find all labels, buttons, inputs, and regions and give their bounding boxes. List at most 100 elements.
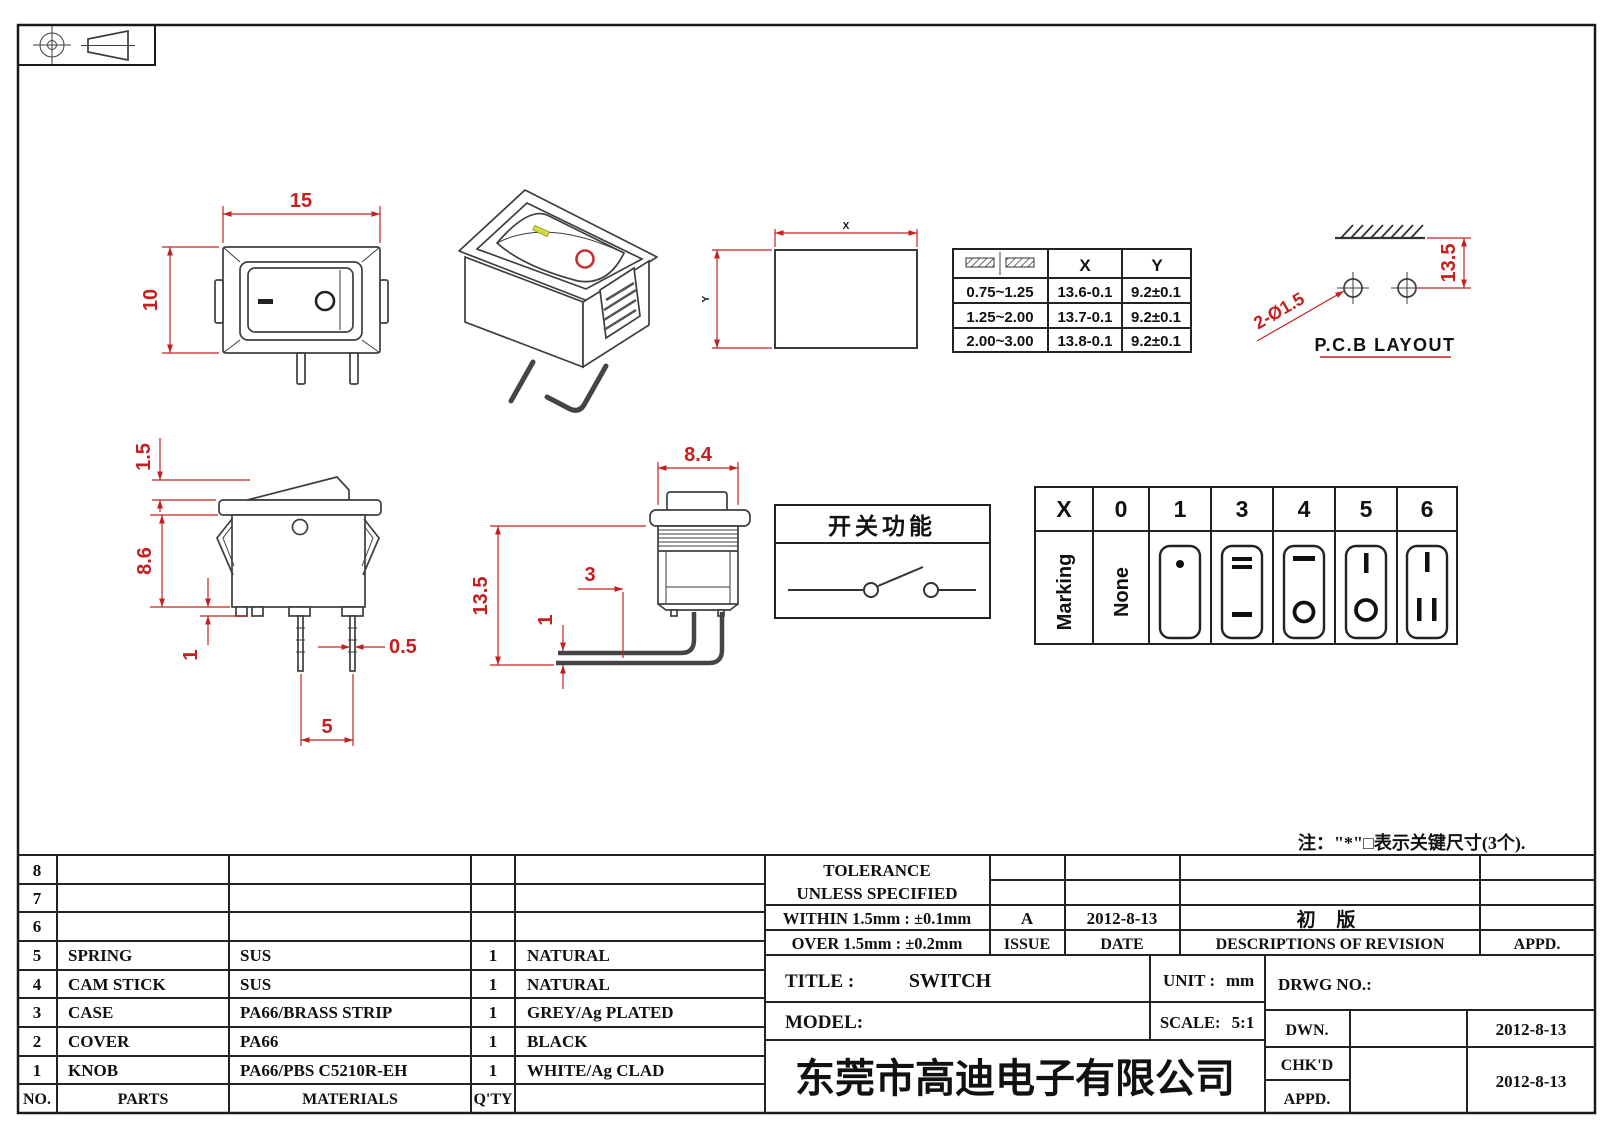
panel-cell: 9.2±0.1: [1131, 309, 1181, 326]
part-no: 6: [33, 917, 42, 936]
panel-col-x: X: [1079, 256, 1091, 275]
scale-value: 5:1: [1232, 1013, 1255, 1032]
dim-pcb-pitch: 13.5: [1438, 244, 1460, 283]
drwg-no-label: DRWG NO.:: [1278, 975, 1372, 994]
dim-side-shoulder: 1: [180, 649, 202, 660]
part-name: CASE: [68, 1003, 113, 1022]
part-material: PA66/BRASS STRIP: [240, 1003, 392, 1022]
pcb-hole-icon: [1337, 272, 1369, 304]
function-box-title: 开关功能: [828, 513, 936, 539]
dwn-date: 2012-8-13: [1496, 1020, 1567, 1039]
footer-no: NO.: [23, 1091, 51, 1108]
marking-icon-equals-dash: [1220, 544, 1264, 640]
part-no: 5: [33, 946, 42, 965]
part-qty: 1: [489, 1061, 498, 1080]
marking-icon-bar-doublebar: [1405, 544, 1449, 640]
dim-cutout-y: Y: [701, 295, 712, 302]
key-dimension-note: 注："*"□表示关键尺寸(3个).: [1298, 832, 1525, 854]
revision-block: TOLERANCE UNLESS SPECIFIED WITHIN 1.5mm …: [764, 855, 1595, 1113]
dim-front-width: 15: [290, 190, 312, 212]
side-view: 1.5 8.6 1 0.5 5: [133, 438, 417, 746]
dim-pcb-holes: 2-Ø1.5: [1250, 288, 1308, 333]
title-block: TITLE : SWITCH UNIT : mm DRWG NO.: MODEL…: [765, 955, 1595, 1113]
date-label: DATE: [1100, 936, 1143, 953]
dim-side-rocker: 1.5: [133, 443, 155, 471]
model-label: MODEL:: [785, 1012, 863, 1033]
dim-side-pin-width: 0.5: [389, 636, 417, 658]
end-view: 8.4 13.5 3 1: [470, 444, 751, 689]
panel-thickness-table: X Y 0.75~1.25 13.6-0.1 9.2±0.1 1.25~2.00…: [952, 248, 1192, 353]
part-no: 8: [33, 861, 42, 880]
panel-thickness-icon: [965, 252, 1035, 275]
marking-header: X: [1056, 496, 1072, 522]
part-qty: 1: [489, 1003, 498, 1022]
pcb-layout: 13.5 2-Ø1.5 P.C.B LAYOUT: [1250, 224, 1471, 358]
part-material: SUS: [240, 946, 271, 965]
part-no: 2: [33, 1032, 42, 1051]
issue-label: ISSUE: [1004, 936, 1050, 953]
front-view: 15 10: [140, 190, 389, 385]
appd-column-label: APPD.: [1514, 936, 1561, 953]
perspective-view: [458, 189, 658, 413]
perspective-circle-marking: [575, 249, 595, 269]
part-finish: WHITE/Ag CLAD: [527, 1061, 664, 1080]
part-name: CAM STICK: [68, 975, 167, 994]
part-qty: 1: [489, 1032, 498, 1051]
footer-parts: PARTS: [118, 1091, 169, 1108]
marking-icon-dash-circle: [1282, 544, 1326, 640]
part-material: PA66: [240, 1032, 278, 1051]
marking-row-label: Marking: [1054, 554, 1076, 631]
spst-switch-symbol: [788, 566, 976, 598]
descriptions-label: DESCRIPTIONS OF REVISION: [1216, 936, 1445, 953]
title-label: TITLE :: [785, 971, 854, 992]
approve-date: 2012-8-13: [1496, 1072, 1567, 1091]
part-finish: GREY/Ag PLATED: [527, 1003, 674, 1022]
marking-header: 3: [1236, 496, 1249, 522]
part-material: PA66/PBS C5210R-EH: [240, 1061, 407, 1080]
parts-table: 8 7 6 5 SPRING SUS 1 NATURAL 4 CAM STICK…: [18, 854, 1595, 1113]
panel-cell: 9.2±0.1: [1131, 333, 1181, 350]
dim-side-pitch: 5: [321, 716, 332, 738]
part-name: KNOB: [68, 1061, 118, 1080]
part-material: SUS: [240, 975, 271, 994]
dim-cutout-x: X: [843, 221, 850, 232]
panel-cell: 1.25~2.00: [966, 309, 1033, 326]
marking-header: 0: [1115, 496, 1128, 522]
part-finish: BLACK: [527, 1032, 588, 1051]
part-qty: 1: [489, 946, 498, 965]
marking-header: 4: [1298, 496, 1311, 522]
part-no: 3: [33, 1003, 42, 1022]
part-qty: 1: [489, 975, 498, 994]
dim-side-body: 8.6: [134, 547, 156, 575]
part-finish: NATURAL: [527, 946, 610, 965]
marking-header: 6: [1421, 496, 1434, 522]
part-name: COVER: [68, 1032, 130, 1051]
part-no: 4: [33, 975, 42, 994]
part-name: SPRING: [68, 946, 132, 965]
tolerance-title: TOLERANCE: [823, 861, 930, 880]
footer-qty: Q'TY: [473, 1091, 513, 1108]
hatch-ticks: [1340, 224, 1424, 239]
part-no: 7: [33, 889, 42, 908]
dim-end-height: 13.5: [470, 577, 492, 616]
pcb-layout-caption: P.C.B LAYOUT: [1314, 335, 1455, 355]
revision-description-value: 初 版: [1297, 908, 1364, 931]
sheet-frame: [16, 23, 1597, 1115]
tolerance-over: OVER 1.5mm : ±0.2mm: [792, 934, 963, 953]
rocker-dash-marking: [258, 299, 273, 304]
first-angle-cone-icon: [81, 29, 135, 62]
part-no: 1: [33, 1061, 42, 1080]
dim-front-height: 10: [140, 289, 162, 311]
marking-table: X 0 1 3 4 5 6 Marking None: [1034, 486, 1458, 645]
chkd-label: CHK'D: [1281, 1057, 1333, 1074]
panel-cell: 13.6-0.1: [1057, 284, 1112, 301]
issue-value: A: [1021, 909, 1034, 928]
perspective-dash-marking: [532, 224, 550, 238]
marking-icon-dot: [1158, 544, 1202, 640]
part-finish: NATURAL: [527, 975, 610, 994]
projection-symbol: [17, 24, 156, 66]
footer-materials: MATERIALS: [302, 1091, 398, 1108]
parts-table-rows: 8 7 6 5 SPRING SUS 1 NATURAL 4 CAM STICK…: [33, 861, 674, 1080]
unit-label: UNIT :: [1163, 971, 1215, 990]
